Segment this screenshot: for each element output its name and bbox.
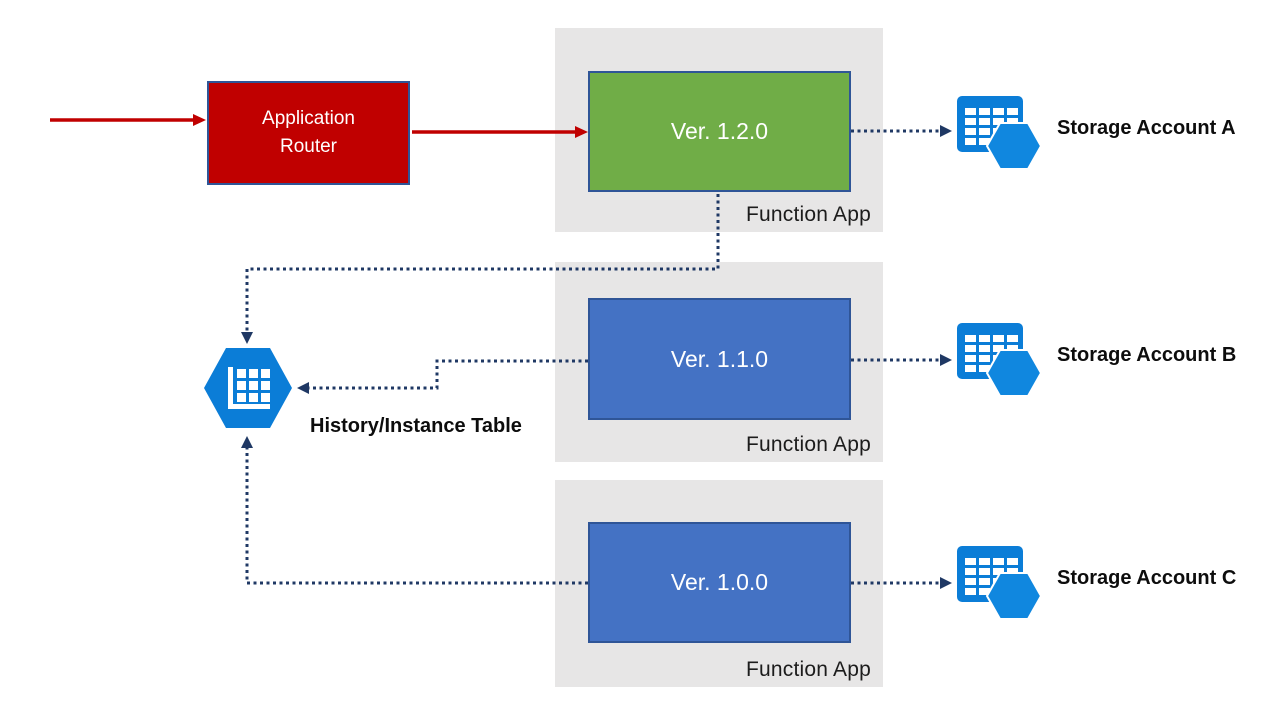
history-instance-table-label: History/Instance Table <box>310 415 522 437</box>
application-router-label: Application Router <box>262 108 355 157</box>
version-box-1-1-0: Ver. 1.1.0 <box>588 298 851 420</box>
storage-table-icon <box>957 96 1043 170</box>
connector-v100-to-history-table <box>241 436 588 585</box>
function-app-label: Function App <box>746 658 871 681</box>
storage-account-a: Storage Account A <box>956 95 1236 180</box>
version-box-1-2-0: Ver. 1.2.0 <box>588 71 851 192</box>
storage-table-icon <box>957 323 1043 397</box>
storage-account-label: Storage Account B <box>1057 344 1237 366</box>
function-app-container-2: Ver. 1.1.0 Function App <box>555 262 883 462</box>
storage-account-c: Storage Account C <box>956 545 1236 630</box>
function-app-container-1: Ver. 1.2.0 Function App <box>555 28 883 232</box>
storage-table-icon <box>957 546 1043 620</box>
history-table-hexagon-icon <box>204 348 292 428</box>
version-label: Ver. 1.2.0 <box>670 118 769 144</box>
function-app-label: Function App <box>746 203 871 226</box>
connector-v110-to-history-table <box>297 359 588 394</box>
version-box-1-0-0: Ver. 1.0.0 <box>588 522 851 643</box>
application-router-node: Application Router <box>207 81 410 185</box>
version-label: Ver. 1.1.0 <box>670 345 769 372</box>
storage-account-label: Storage Account C <box>1057 567 1237 589</box>
function-app-label: Function App <box>746 433 871 456</box>
storage-account-b: Storage Account B <box>956 322 1236 407</box>
function-app-container-3: Ver. 1.0.0 Function App <box>555 480 883 687</box>
version-label: Ver. 1.0.0 <box>670 569 769 595</box>
storage-account-label: Storage Account A <box>1057 117 1236 139</box>
